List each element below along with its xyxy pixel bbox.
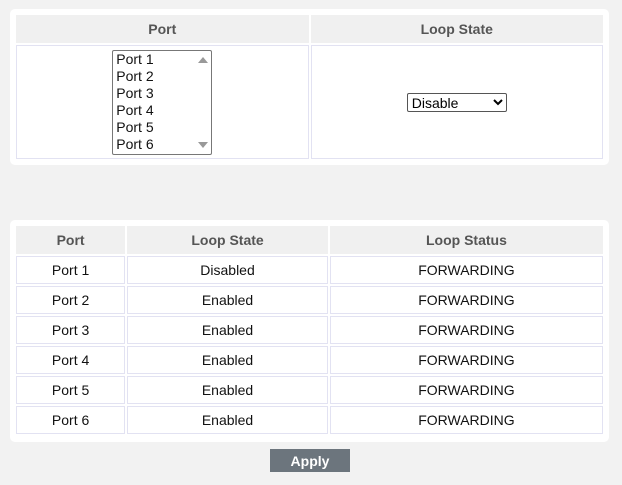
loop-status-cell: FORWARDING — [329, 286, 603, 314]
port-cell: Port 6 — [16, 406, 126, 434]
port-option[interactable]: Port 2 — [116, 67, 154, 84]
loop-state-cell: Enabled — [127, 286, 328, 314]
loop-status-header: Loop Status — [329, 226, 603, 254]
port-cell: Port 3 — [16, 316, 126, 344]
port-cell: Port 5 — [16, 376, 126, 404]
loop-state-header: Loop State — [310, 15, 603, 43]
loop-status-cell: FORWARDING — [329, 256, 603, 284]
loop-state-cell: Enabled — [127, 346, 328, 374]
loop-status-cell: FORWARDING — [329, 316, 603, 344]
loop-state-cell: Disabled — [127, 256, 328, 284]
apply-button[interactable]: Apply — [270, 449, 350, 472]
scroll-up-icon[interactable] — [198, 56, 209, 63]
port-option[interactable]: Port 6 — [116, 135, 154, 152]
port-option[interactable]: Port 3 — [116, 84, 154, 101]
loop-state-cell: Enabled — [127, 376, 328, 404]
port-option[interactable]: Port 4 — [116, 101, 154, 118]
loop-status-cell: FORWARDING — [329, 346, 603, 374]
port-option[interactable]: Port 5 — [116, 118, 154, 135]
loop-state-cell: Enabled — [127, 316, 328, 344]
loop-state-select[interactable]: Disable — [406, 92, 507, 112]
port-cell: Port 1 Port 2 Port 3 Port 4 Port 5 Port … — [16, 45, 309, 159]
port-header: Port — [16, 15, 309, 43]
loop-state-cell: Enabled — [127, 406, 328, 434]
port-listbox[interactable]: Port 1 Port 2 Port 3 Port 4 Port 5 Port … — [112, 49, 213, 155]
port-cell: Port 2 — [16, 286, 126, 314]
loop-status-cell: FORWARDING — [329, 376, 603, 404]
port-option[interactable]: Port 1 — [116, 50, 154, 67]
port-cell: Port 4 — [16, 346, 126, 374]
scrollbar[interactable] — [196, 52, 210, 153]
loop-state-cell: Disable — [310, 45, 603, 159]
port-cell: Port 1 — [16, 256, 126, 284]
loop-status-cell: FORWARDING — [329, 406, 603, 434]
loop-state-header: Loop State — [127, 226, 328, 254]
port-header: Port — [16, 226, 126, 254]
scroll-down-icon[interactable] — [198, 141, 209, 148]
